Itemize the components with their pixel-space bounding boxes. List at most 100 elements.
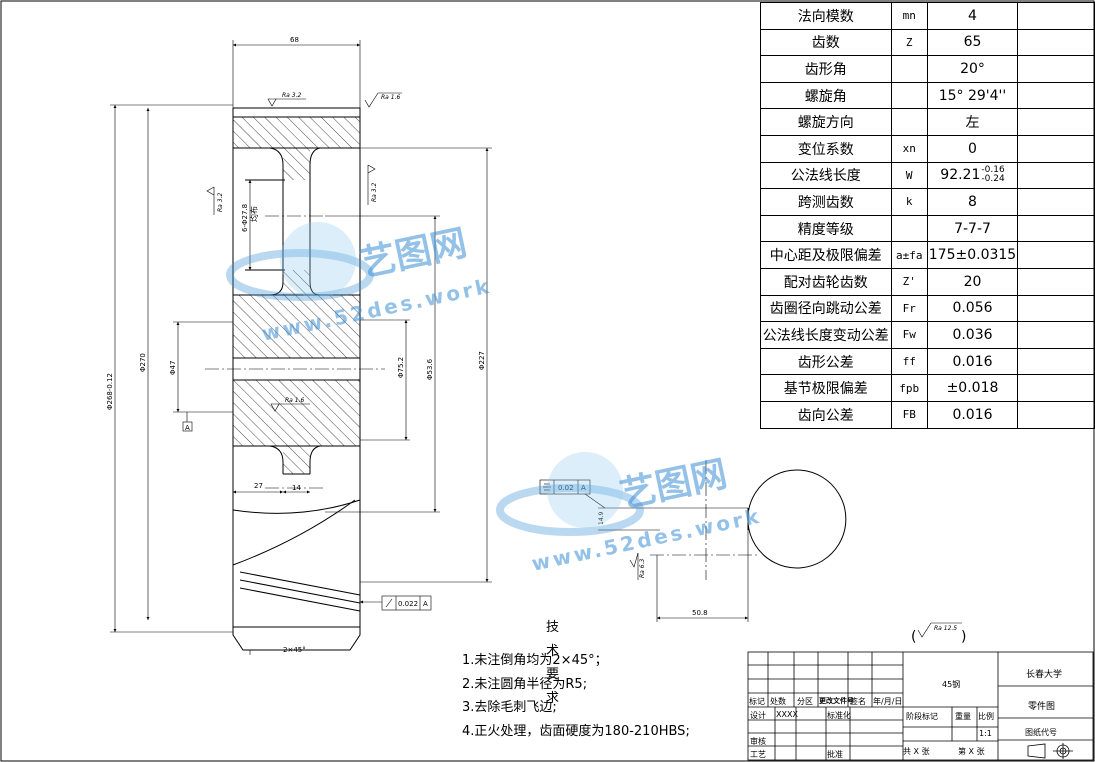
- param-name: 螺旋角: [760, 81, 892, 110]
- dim-hub-27: 27: [254, 482, 263, 490]
- watermark-cn-2: 艺图网: [617, 454, 731, 517]
- param-name: 齿形角: [760, 55, 892, 83]
- param-symbol: k: [890, 188, 928, 216]
- ra-top2: Ra 1.6: [381, 94, 400, 101]
- param-blank: [1017, 294, 1095, 323]
- param-blank: [1017, 400, 1095, 429]
- tech-note: 4.正火处理，齿面硬度为180-210HBS;: [462, 723, 690, 739]
- param-blank: [1017, 321, 1095, 349]
- dim-bore: Φ47: [169, 361, 177, 375]
- param-name: 变位系数: [760, 134, 892, 163]
- ra-left: Ra 3.2: [217, 193, 224, 212]
- keyway-detail-view: [584, 460, 847, 622]
- param-value: 0.056: [926, 294, 1019, 323]
- param-value: 175±0.0315: [926, 241, 1019, 269]
- param-symbol: [890, 81, 928, 110]
- param-symbol: mn: [890, 2, 928, 30]
- param-blank: [1017, 241, 1095, 269]
- roughness-symbols: [206, 92, 962, 638]
- param-blank: [1017, 161, 1095, 190]
- param-value: 0.016: [926, 347, 1019, 376]
- param-value: 4: [926, 2, 1019, 30]
- param-value: 0.016: [926, 400, 1019, 429]
- dim-outer-diameter: Φ268-0.12: [106, 373, 114, 410]
- dim-holes: 6-Φ27.8: [241, 204, 249, 232]
- param-name: 配对齿轮齿数: [760, 267, 892, 296]
- dim-53: Φ53.6: [426, 358, 434, 380]
- param-name: 公法线长度: [760, 161, 892, 190]
- param-symbol: [890, 55, 928, 83]
- gear-section-view: [205, 107, 385, 651]
- param-name: 法向模数: [760, 2, 892, 30]
- param-blank: [1017, 134, 1095, 163]
- tb-designer: XXXX: [776, 710, 798, 719]
- tech-title: 技术要求: [546, 620, 562, 706]
- param-name: 齿数: [760, 28, 892, 57]
- tb-change-doc: 更改文件号: [819, 697, 854, 705]
- tb-approve: 批准: [827, 750, 843, 759]
- tb-mark: 标记: [749, 697, 765, 706]
- tol-lower: -0.24: [981, 174, 1005, 185]
- ra-bore: Ra 1.6: [285, 397, 304, 404]
- dim-keyway-width: 50.8: [692, 609, 708, 617]
- param-blank: [1017, 374, 1095, 402]
- datum-box: [182, 421, 193, 432]
- tb-drawing-type: 零件图: [1028, 702, 1056, 712]
- tech-note: 2.未注圆角半径为R5;: [462, 676, 588, 692]
- param-value: 左: [926, 108, 1019, 136]
- dim-chamfer: 2×45°: [283, 646, 306, 654]
- runout-frame: [381, 595, 432, 611]
- runout-datum: A: [423, 600, 428, 608]
- param-value: 0: [926, 134, 1019, 163]
- param-name: 跨测齿数: [760, 188, 892, 216]
- tech-note: 1.未注倒角均为2×45°；: [462, 653, 608, 668]
- param-name: 螺旋方向: [760, 108, 892, 136]
- param-name: 齿圈径向跳动公差: [760, 294, 892, 323]
- datum-letter: A: [185, 424, 190, 432]
- param-blank: [1017, 2, 1095, 30]
- param-value: 92.21-0.16-0.24: [926, 161, 1019, 190]
- param-name: 齿向公差: [760, 400, 892, 429]
- tech-note: 3.去除毛刺飞边;: [462, 700, 557, 715]
- tb-date: 年/月/日: [873, 697, 903, 706]
- param-value: 7-7-7: [926, 214, 1019, 243]
- param-name: 齿形公差: [760, 347, 892, 376]
- ra-general-paren-r: ): [961, 629, 966, 645]
- param-blank: [1017, 188, 1095, 216]
- tolerance-frames: [182, 412, 591, 611]
- dim-width-top: 68: [290, 36, 299, 44]
- param-value: 0.036: [926, 321, 1019, 349]
- param-blank: [1017, 108, 1095, 136]
- dim-holes-note: 均布: [249, 206, 259, 222]
- param-value: ±0.018: [926, 374, 1019, 402]
- ra-key: Ra 6.3: [639, 559, 646, 578]
- param-symbol: [890, 108, 928, 136]
- param-row: 螺旋方向 左: [760, 108, 1095, 136]
- ra-general-paren-l: (: [911, 629, 916, 645]
- dimension-texts: 68 Φ268-0.12 Φ270 Φ227 Φ53.6 Φ75.2 Φ47 6…: [106, 36, 708, 654]
- tb-process: 工艺: [750, 750, 766, 759]
- tb-sign: 签名: [850, 697, 866, 706]
- tb-total: 共 X 张: [903, 747, 930, 756]
- param-blank: [1017, 28, 1095, 57]
- tol-upper: -0.16: [981, 165, 1005, 176]
- tb-scale: 1:1: [979, 729, 992, 738]
- tb-scale-label: 比例: [978, 712, 994, 721]
- param-tolerance: -0.16-0.24: [981, 166, 1004, 184]
